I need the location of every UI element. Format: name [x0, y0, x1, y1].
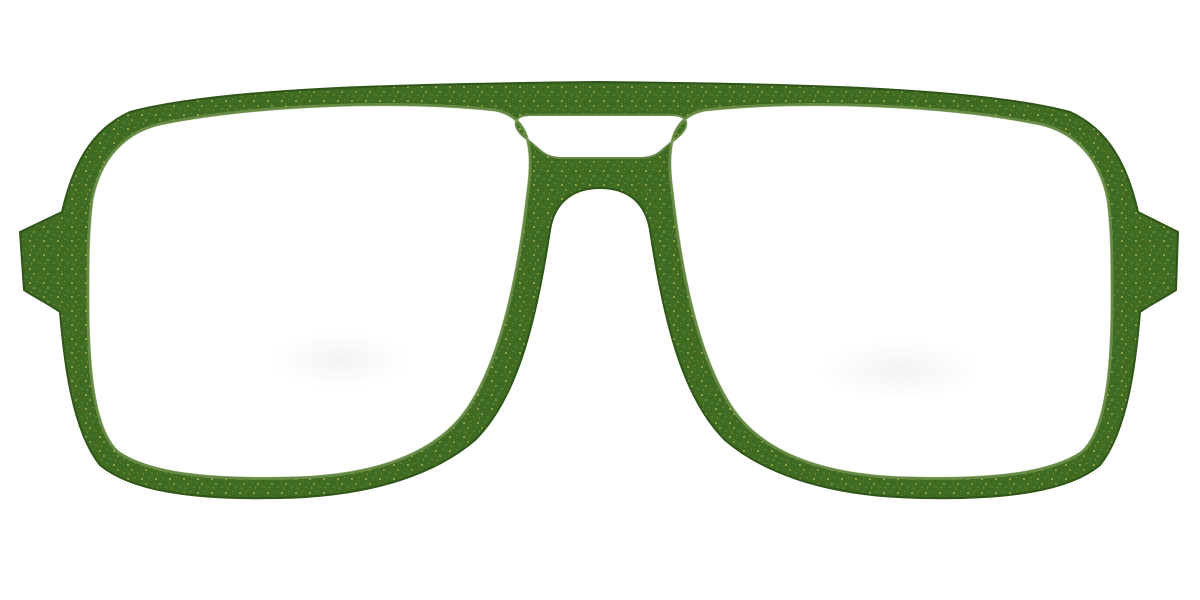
left-rim-inner-edge	[86, 103, 532, 480]
bridge-window-inner-edge	[514, 114, 688, 159]
right-rim-inner-edge	[668, 103, 1114, 480]
glasses-frame	[18, 80, 1180, 500]
right-lens-reflection	[820, 340, 980, 400]
left-lens-reflection	[270, 332, 410, 388]
